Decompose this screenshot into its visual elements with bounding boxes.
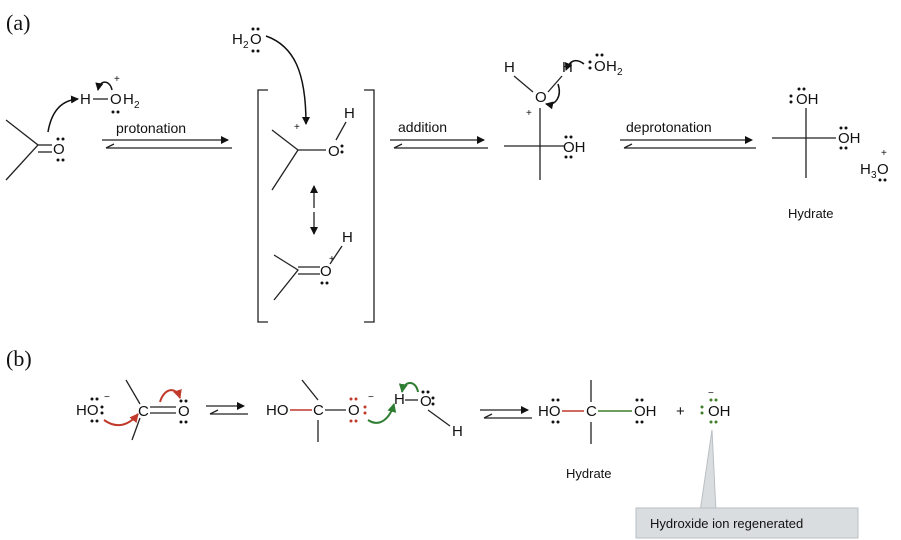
svg-text:O: O: [328, 143, 340, 160]
svg-text:O: O: [53, 141, 65, 158]
svg-text:+: +: [114, 74, 120, 85]
equilibrium-addition: addition: [390, 119, 488, 149]
svg-text:2: 2: [243, 40, 249, 51]
svg-text:+: +: [294, 122, 300, 133]
svg-text:addition: addition: [398, 119, 447, 135]
svg-text:H: H: [860, 161, 871, 178]
svg-text:O: O: [877, 161, 889, 178]
svg-text:OH: OH: [838, 130, 861, 147]
curly-arrow-b1: [103, 413, 139, 427]
water-attacker-a: H 2 O: [232, 27, 262, 53]
hydronium-a: H O H 2 +: [80, 74, 140, 114]
svg-text:O: O: [594, 58, 606, 75]
ketone-b: C O: [125, 379, 190, 441]
curly-arrow-b2: [159, 388, 182, 403]
svg-text:H: H: [504, 59, 515, 76]
hydrate-a: OH OH Hydrate: [772, 87, 861, 221]
panel-label-b: (b): [6, 346, 32, 371]
svg-text:+: +: [526, 108, 532, 119]
svg-text:C: C: [313, 402, 324, 419]
svg-text:H: H: [80, 91, 91, 108]
svg-text:H: H: [606, 58, 617, 75]
svg-text:3: 3: [871, 170, 877, 181]
svg-text:OH: OH: [634, 403, 657, 420]
svg-text:O: O: [320, 263, 332, 280]
equilibrium-b1: [206, 402, 248, 415]
hydrate-caption-a: Hydrate: [788, 206, 834, 221]
svg-text:H: H: [452, 423, 463, 440]
equilibrium-deprotonation: deprotonation: [620, 119, 756, 149]
svg-text:HO: HO: [266, 402, 289, 419]
addition-product: OH O + H H: [504, 59, 586, 180]
plus-sign-b: +: [676, 403, 685, 420]
curly-arrow-a5: [564, 59, 585, 71]
curly-arrow-a2: [95, 81, 113, 91]
panel-label-a: (a): [6, 10, 30, 35]
svg-text:HO: HO: [538, 403, 561, 420]
svg-text:C: C: [586, 403, 597, 420]
svg-text:2: 2: [617, 67, 623, 78]
water-b: H O H: [394, 390, 463, 440]
svg-text:H: H: [344, 105, 355, 122]
svg-text:O: O: [110, 91, 122, 108]
hydrate-caption-b: Hydrate: [566, 466, 612, 481]
svg-text:C: C: [138, 403, 149, 420]
svg-text:HO: HO: [76, 402, 99, 419]
svg-text:−: −: [368, 392, 374, 403]
svg-text:O: O: [535, 89, 547, 106]
svg-text:O: O: [420, 393, 432, 410]
curly-arrow-a3: [265, 35, 310, 125]
curly-arrow-b3: [367, 403, 397, 424]
svg-text:O: O: [178, 403, 190, 420]
hydroxide-product: − OH: [700, 388, 731, 424]
curly-arrow-b4: [398, 382, 419, 393]
svg-text:OH: OH: [708, 403, 731, 420]
hydroxide-nucleophile: HO −: [76, 392, 110, 423]
curly-arrow-a1: [47, 95, 79, 133]
hydronium-product-a: H 3 O +: [860, 148, 889, 182]
hydrate-b: HO C OH Hydrate: [538, 380, 657, 481]
callout-text: Hydroxide ion regenerated: [650, 516, 803, 531]
svg-text:2: 2: [134, 100, 140, 111]
alkoxide-intermediate: HO C O −: [266, 379, 374, 442]
svg-text:O: O: [250, 31, 262, 48]
svg-text:H: H: [394, 391, 405, 408]
curly-arrow-a4: [545, 83, 560, 110]
svg-text:+: +: [329, 254, 335, 265]
ketone-a: O: [5, 119, 65, 181]
water-base-a: O H 2: [588, 53, 623, 78]
callout: Hydroxide ion regenerated: [635, 429, 859, 539]
svg-text:O: O: [348, 402, 360, 419]
oxocarbenium: O + H: [273, 229, 353, 301]
svg-text:H: H: [123, 91, 134, 108]
carbocation: + O H: [271, 105, 355, 191]
svg-text:−: −: [104, 392, 110, 403]
bracket-intermediate: [257, 89, 375, 323]
equilibrium-b2: [480, 406, 532, 419]
equilibrium-protonation: protonation: [102, 120, 232, 149]
svg-text:+: +: [881, 148, 887, 159]
svg-text:OH: OH: [563, 139, 586, 156]
svg-text:−: −: [708, 388, 714, 399]
svg-text:deprotonation: deprotonation: [626, 119, 712, 135]
svg-text:H: H: [342, 229, 353, 246]
svg-text:protonation: protonation: [116, 120, 186, 136]
svg-text:OH: OH: [796, 91, 819, 108]
svg-text:H: H: [232, 31, 243, 48]
